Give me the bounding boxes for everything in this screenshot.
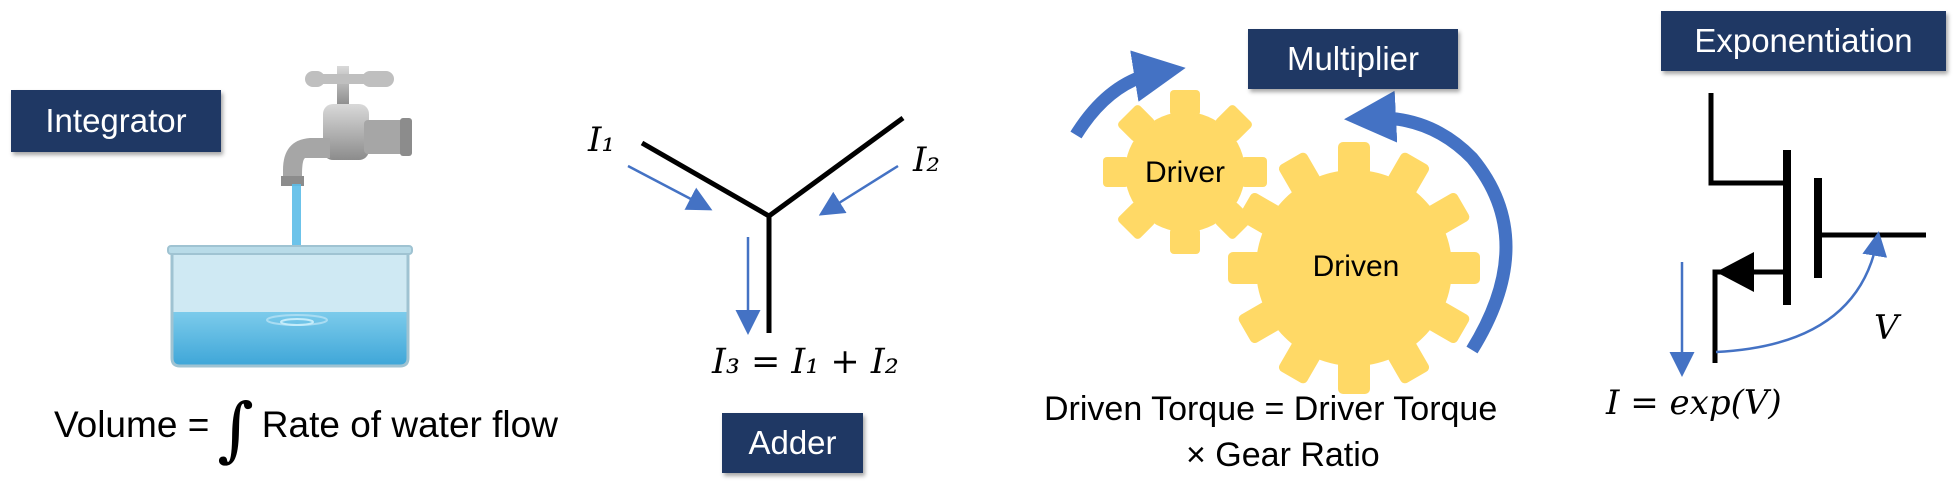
integrator-label: Integrator — [11, 90, 221, 152]
transistor-symbol — [1708, 93, 1926, 363]
integral-sign: ∫ — [217, 388, 254, 470]
exponentiation-label: Exponentiation — [1661, 11, 1946, 71]
driven-gear-label: Driven — [1313, 250, 1400, 283]
input2-arrow — [818, 164, 899, 216]
transistor-arrow-icon — [1716, 252, 1754, 292]
adder-label: Adder — [722, 413, 863, 473]
water-tank-icon — [167, 184, 413, 368]
adder-equation: I₃ = I₁ + I₂ — [712, 342, 899, 382]
driven-rotation-arrow — [1344, 90, 1513, 354]
integrator-caption-right: Rate of water flow — [261, 404, 558, 445]
adder-input1-label: I₁ — [588, 120, 616, 160]
multiplier-label: Multiplier — [1248, 29, 1458, 89]
faucet-icon — [281, 66, 412, 186]
adder-input2-label: I₂ — [913, 140, 941, 180]
integrator-caption-left: Volume = — [54, 404, 210, 445]
driven-gear-icon — [1228, 142, 1480, 394]
multiplier-caption-line1: Driven Torque = Driver Torque — [1044, 390, 1498, 428]
multiplier-caption-line2: × Gear Ratio — [1186, 436, 1380, 474]
voltage-arrow — [1715, 231, 1888, 354]
exponentiation-equation: I = exp(V) — [1606, 383, 1782, 423]
driver-gear-label: Driver — [1145, 156, 1225, 189]
adder-wires — [640, 115, 905, 333]
driver-gear-icon — [1103, 90, 1267, 254]
voltage-label: V — [1874, 308, 1899, 348]
input1-arrow — [627, 164, 713, 211]
driver-rotation-arrow — [1070, 50, 1186, 139]
integrator-caption: Volume = ∫ Rate of water flow — [54, 388, 558, 470]
